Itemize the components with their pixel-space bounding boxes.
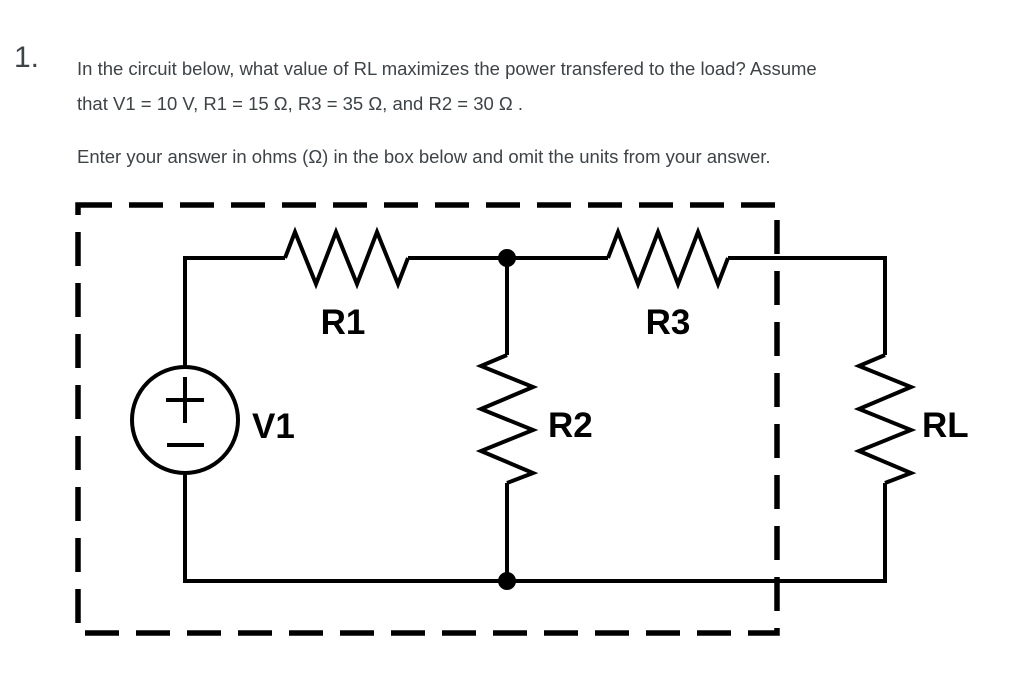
resistor-r3-symbol: [606, 226, 730, 290]
voltage-source-circle: [130, 365, 240, 475]
label-rl: RL: [922, 406, 969, 445]
question-text-line2: that V1 = 10 V, R1 = 15 Ω, R3 = 35 Ω, an…: [77, 93, 524, 114]
question-text-line1: In the circuit below, what value of RL m…: [77, 58, 817, 79]
label-r1: R1: [321, 303, 366, 342]
wire-r3-to-rl: [728, 256, 887, 355]
label-v1: V1: [252, 407, 295, 446]
plus-icon: [166, 377, 204, 423]
dashed-boundary-box: [75, 202, 780, 636]
junction-dot-top: [498, 249, 516, 267]
resistor-rl-symbol: [853, 353, 917, 485]
wire-v1-to-r1: [183, 256, 285, 368]
wire-bottom-rail: [183, 473, 887, 583]
resistor-r1-symbol: [283, 226, 410, 290]
label-r3: R3: [646, 303, 691, 342]
question-text: In the circuit below, what value of RL m…: [77, 51, 817, 121]
junction-dot-bottom: [498, 572, 516, 590]
voltage-source-v1: [130, 365, 240, 475]
question-number: 1.: [14, 41, 40, 74]
resistor-r2-symbol: [475, 353, 539, 485]
label-r2: R2: [548, 406, 593, 445]
instruction-text: Enter your answer in ohms (Ω) in the box…: [77, 146, 771, 167]
